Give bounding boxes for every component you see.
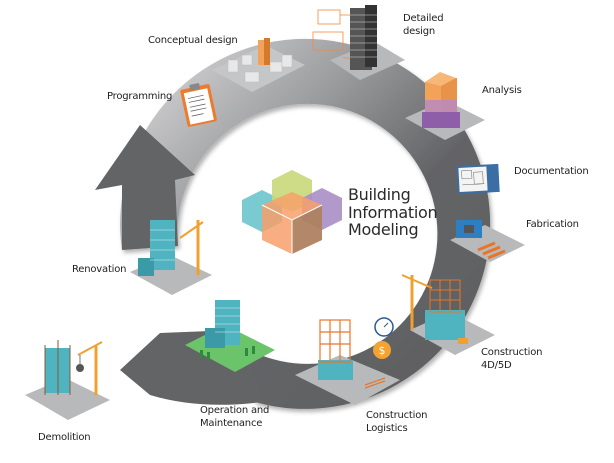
detailed-design-icon: [312, 5, 405, 80]
stage-label-construction-logistics: Construction Logistics: [366, 410, 428, 434]
stage-label-programming: Programming: [107, 91, 173, 102]
demolition-icon: [25, 340, 110, 420]
fabrication-icon: [450, 220, 525, 262]
construction-4d5d-icon: [401, 274, 495, 355]
title-line-2: Information: [348, 202, 438, 222]
documentation-icon: [456, 163, 500, 195]
stage-label-detailed-design: Detailed design: [403, 13, 444, 37]
stage-label-fabrication: Fabrication: [526, 219, 579, 230]
stage-label-demolition: Demolition: [38, 432, 91, 443]
operation-maintenance-icon: [185, 300, 275, 372]
wrecking-ball-icon: [76, 364, 84, 372]
title-line-1: Building: [348, 185, 411, 204]
conceptual-design-icon: [212, 38, 305, 92]
renovation-icon: [130, 220, 212, 295]
stage-label-renovation: Renovation: [72, 264, 127, 275]
stage-label-construction-4d5d: Construction 4D/5D: [481, 347, 543, 371]
cycle-arrowhead: [95, 125, 195, 250]
bim-title: Building Information Modeling: [348, 185, 438, 239]
cycle-ring: [95, 38, 491, 409]
stage-label-conceptual-design: Conceptual design: [148, 35, 238, 46]
dollar-coin-icon: [373, 341, 391, 359]
bim-cubes-logo: [242, 170, 342, 254]
stage-label-documentation: Documentation: [514, 166, 589, 177]
svg-text:$: $: [379, 344, 386, 357]
title-line-3: Modeling: [348, 220, 419, 239]
construction-logistics-icon: $: [295, 317, 400, 405]
analysis-icon: [405, 72, 485, 140]
stage-label-analysis: Analysis: [482, 85, 522, 96]
programming-clipboard-icon: [180, 83, 217, 127]
stage-label-operation-maintenance: Operation and Maintenance: [200, 405, 270, 429]
